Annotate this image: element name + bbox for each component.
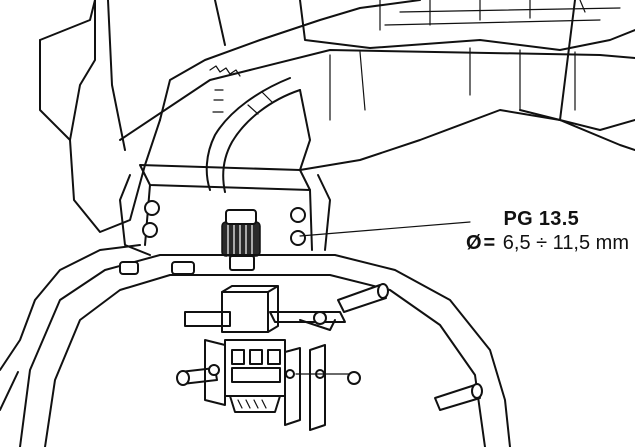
mounting-bracket	[119, 164, 331, 256]
diameter-range-value: 6,5 ÷ 11,5 mm	[502, 232, 629, 254]
terminal-block	[184, 285, 361, 431]
leader-line	[299, 221, 471, 237]
control-box	[0, 244, 511, 447]
cable	[205, 77, 301, 193]
diameter-symbol: Ø	[465, 232, 482, 254]
diameter-range-label: Ø= 6,5 ÷ 11,5 mm	[466, 232, 629, 254]
upper-housing	[39, 0, 635, 233]
gland-size-label: PG 13.5	[503, 208, 579, 230]
cable-gland	[221, 209, 261, 271]
equals-sign: =	[483, 232, 496, 254]
